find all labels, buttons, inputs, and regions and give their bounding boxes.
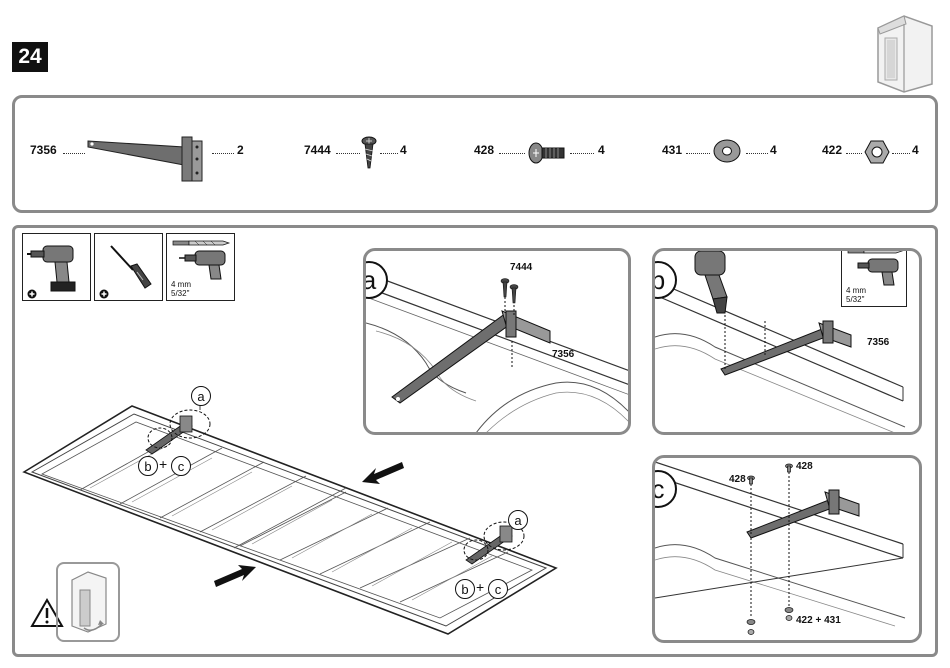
detail-c-bolt-code-right: 428 bbox=[796, 461, 813, 472]
plus-sign: + bbox=[159, 456, 167, 472]
cordless-drill-icon bbox=[29, 240, 85, 294]
callout-a-top: a bbox=[191, 386, 211, 406]
power-drill-icon bbox=[175, 249, 231, 279]
plus-icon bbox=[99, 289, 109, 299]
part-qty-422: 4 bbox=[912, 143, 919, 157]
callout-c-top: c bbox=[171, 456, 191, 476]
detail-b-panel: b 7356 4 mm 5/32" bbox=[652, 248, 922, 435]
shed-orientation-box bbox=[56, 562, 120, 642]
shed-rotate-icon bbox=[66, 570, 110, 634]
callout-b-top: b bbox=[138, 456, 158, 476]
detail-c-nut-washer-codes: 422 + 431 bbox=[796, 615, 841, 626]
part-code-428: 428 bbox=[474, 143, 494, 157]
detail-a-hinge-code: 7356 bbox=[552, 349, 574, 360]
detail-a-drawing bbox=[366, 251, 630, 433]
drill-bit-mm-label: 4 mm bbox=[171, 280, 191, 289]
detail-c-bolt-code-left: 428 bbox=[729, 474, 746, 485]
detail-b-bit-in: 5/32" bbox=[846, 295, 864, 304]
shed-thumbnail-icon bbox=[870, 10, 940, 90]
plus-sign: + bbox=[476, 579, 484, 595]
tool-screwdriver bbox=[94, 233, 163, 301]
detail-b-drill-bit-box: 4 mm 5/32" bbox=[841, 248, 907, 307]
callout-c-bottom: c bbox=[488, 579, 508, 599]
tool-cordless-drill bbox=[22, 233, 91, 301]
wood-screw-icon bbox=[360, 136, 378, 170]
plus-icon bbox=[27, 289, 37, 299]
part-code-422: 422 bbox=[822, 143, 842, 157]
direction-arrow-icon bbox=[212, 561, 256, 591]
drill-bit-icon bbox=[846, 248, 904, 256]
washer-icon bbox=[712, 138, 742, 164]
part-code-7356: 7356 bbox=[30, 143, 57, 157]
tool-drill-bit: 4 mm 5/32" bbox=[166, 233, 235, 301]
part-code-7444: 7444 bbox=[304, 143, 331, 157]
drill-bit-icon bbox=[171, 238, 231, 248]
part-qty-7444: 4 bbox=[400, 143, 407, 157]
part-code-431: 431 bbox=[662, 143, 682, 157]
detail-c-drawing bbox=[655, 458, 921, 642]
callout-a-bottom: a bbox=[508, 510, 528, 530]
drill-bit-in-label: 5/32" bbox=[171, 289, 189, 298]
power-drill-icon bbox=[850, 257, 904, 285]
screwdriver-icon bbox=[101, 240, 157, 294]
callout-b-bottom: b bbox=[455, 579, 475, 599]
part-qty-431: 4 bbox=[770, 143, 777, 157]
nut-icon bbox=[864, 140, 890, 164]
part-qty-428: 4 bbox=[598, 143, 605, 157]
direction-arrow-icon bbox=[362, 458, 406, 488]
bolt-icon bbox=[528, 141, 568, 165]
detail-b-bit-mm: 4 mm bbox=[846, 286, 866, 295]
detail-b-hinge-code: 7356 bbox=[867, 337, 889, 348]
t-hinge-icon bbox=[86, 133, 216, 183]
detail-a-screw-code: 7444 bbox=[510, 262, 532, 273]
part-qty-7356: 2 bbox=[237, 143, 244, 157]
detail-a-panel: a 7444 7356 bbox=[363, 248, 631, 435]
detail-c-panel: c 428 428 422 + 431 bbox=[652, 455, 922, 643]
step-number-badge: 24 bbox=[12, 42, 48, 72]
